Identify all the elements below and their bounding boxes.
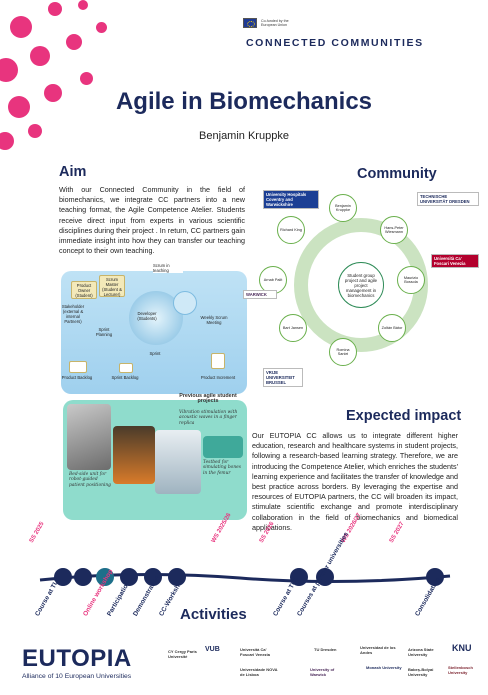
uni-logo-4: TU Dresden bbox=[314, 647, 337, 652]
node-richard: Richard King bbox=[277, 216, 305, 244]
logo-vub: VRIJE UNIVERSITEIT BRUSSEL bbox=[263, 368, 303, 387]
node-zoltan: Zoltán Bátor bbox=[378, 314, 406, 342]
project-note-2: Testbed for simulating bones in the femu… bbox=[203, 460, 242, 476]
uni-logo-7: Universidad de los Andes bbox=[360, 645, 396, 655]
product-increment-icon bbox=[211, 353, 225, 369]
logo-uhcw: University Hospitals Coventry and Warwic… bbox=[263, 190, 319, 209]
timeline-dot-6 bbox=[168, 568, 186, 586]
timeline-dot-7 bbox=[290, 568, 308, 586]
photo-device bbox=[155, 430, 201, 494]
activities-timeline: SS 2025 WS 2025/26 SS 2026 WS 2026/27 SS… bbox=[20, 512, 460, 618]
eutopia-tagline: Alliance of 10 European Universities bbox=[22, 673, 132, 680]
agile-projects-panel: Previous agile student projects Vibratio… bbox=[63, 393, 247, 520]
product-backlog-icon bbox=[69, 361, 87, 373]
uni-logo-6: University of Warwick bbox=[310, 667, 335, 677]
uni-logo-3: Università Ca' Foscari Venezia bbox=[240, 647, 271, 657]
node-romina: Romina Sanlei bbox=[329, 338, 357, 366]
product-owner: Product Owner (Student) bbox=[71, 281, 97, 299]
logo-tud: TECHNISCHE UNIVERSITÄT DRESDEN bbox=[417, 192, 479, 206]
author-name: Benjamin Kruppke bbox=[199, 130, 289, 142]
eu-funding-text: Co-funded by the European Union bbox=[261, 18, 289, 27]
community-network: Student group project and agile project … bbox=[241, 190, 483, 387]
node-bart: Bart Jansen bbox=[279, 314, 307, 342]
product-increment: Product Increment bbox=[200, 375, 236, 380]
timeline-dot-9 bbox=[426, 568, 444, 586]
photo-printer bbox=[113, 426, 155, 484]
node-arnab: Arnab Palit bbox=[259, 266, 287, 294]
community-hub: Student group project and agile project … bbox=[338, 262, 384, 308]
sprint-backlog: Sprint Backlog bbox=[111, 375, 139, 380]
photo-femur bbox=[203, 436, 243, 458]
logo-cafoscari: Università Ca' Foscari Venezia bbox=[431, 254, 479, 268]
developer: Developer (Students) bbox=[137, 311, 157, 321]
node-benjamin: Benjamin Kruppke bbox=[329, 194, 357, 222]
timeline-dot-8 bbox=[316, 568, 334, 586]
poster-title: Agile in Biomechanics bbox=[115, 88, 373, 115]
timeline-dot-3 bbox=[96, 568, 114, 586]
eu-flag-icon bbox=[243, 18, 257, 28]
project-note-1: Vibration stimulation with acoustic wave… bbox=[179, 410, 238, 426]
weekly-meeting: Weekly Scrum Meeting bbox=[200, 315, 228, 325]
uni-logo-9: KNU bbox=[452, 643, 472, 653]
uni-logo-11: Stellenbosch University bbox=[448, 665, 473, 675]
community-heading: Community bbox=[357, 166, 437, 182]
logo-warwick: WARWICK bbox=[243, 290, 277, 299]
program-title: CONNECTED COMMUNITIES bbox=[246, 37, 424, 49]
sprint-backlog-icon bbox=[119, 363, 133, 373]
eutopia-logo: EUTOPIA bbox=[22, 645, 132, 672]
activities-heading: Activities bbox=[180, 606, 247, 623]
uni-logo-5: Universidade NOVA de Lisboa bbox=[240, 667, 278, 677]
timeline-dot-5 bbox=[144, 568, 162, 586]
aim-text: With our Connected Community in the fiel… bbox=[59, 185, 245, 256]
uni-logo-8: Arizona State University bbox=[408, 647, 434, 657]
projects-caption: Previous agile student projects bbox=[179, 393, 237, 405]
aim-heading: Aim bbox=[59, 164, 87, 180]
photo-robot bbox=[67, 404, 111, 470]
decorative-dots bbox=[0, 0, 150, 150]
timeline-dot-2 bbox=[74, 568, 92, 586]
timeline-dot-1 bbox=[54, 568, 72, 586]
uni-logo-12: Babeș-Bolyai University bbox=[408, 667, 434, 677]
scrum-label: Scrum in teaching bbox=[153, 263, 183, 273]
impact-heading: Expected impact bbox=[346, 408, 462, 424]
uni-logo-1: CY Cergy Paris Université bbox=[168, 649, 197, 659]
scrum-master: Scrum Master (Student & Lecturer) bbox=[99, 275, 125, 297]
uni-logo-10: Monash University bbox=[366, 665, 402, 670]
node-hanspeter: Hans-Peter Wiesmann bbox=[380, 216, 408, 244]
node-maurizio: Maurizio Bossola bbox=[397, 266, 425, 294]
timeline-dot-4 bbox=[120, 568, 138, 586]
daily-cycle bbox=[173, 291, 197, 315]
product-backlog: Product Backlog bbox=[61, 375, 93, 380]
sprint-planning: Sprint Planning bbox=[95, 327, 113, 337]
sprint-label: Sprint bbox=[149, 351, 161, 356]
eu-funding-logo: Co-funded by the European Union bbox=[243, 18, 301, 28]
scrum-diagram: Scrum in teaching Product Owner (Student… bbox=[61, 263, 247, 394]
stakeholder: Stakeholder (external & internal Partner… bbox=[61, 304, 85, 324]
impact-text: Our EUTOPIA CC allows us to integrate di… bbox=[252, 431, 458, 532]
uni-logo-2: VUB bbox=[205, 646, 220, 653]
project-note-3: Bed-side unit for robot-guided patient p… bbox=[69, 472, 111, 488]
